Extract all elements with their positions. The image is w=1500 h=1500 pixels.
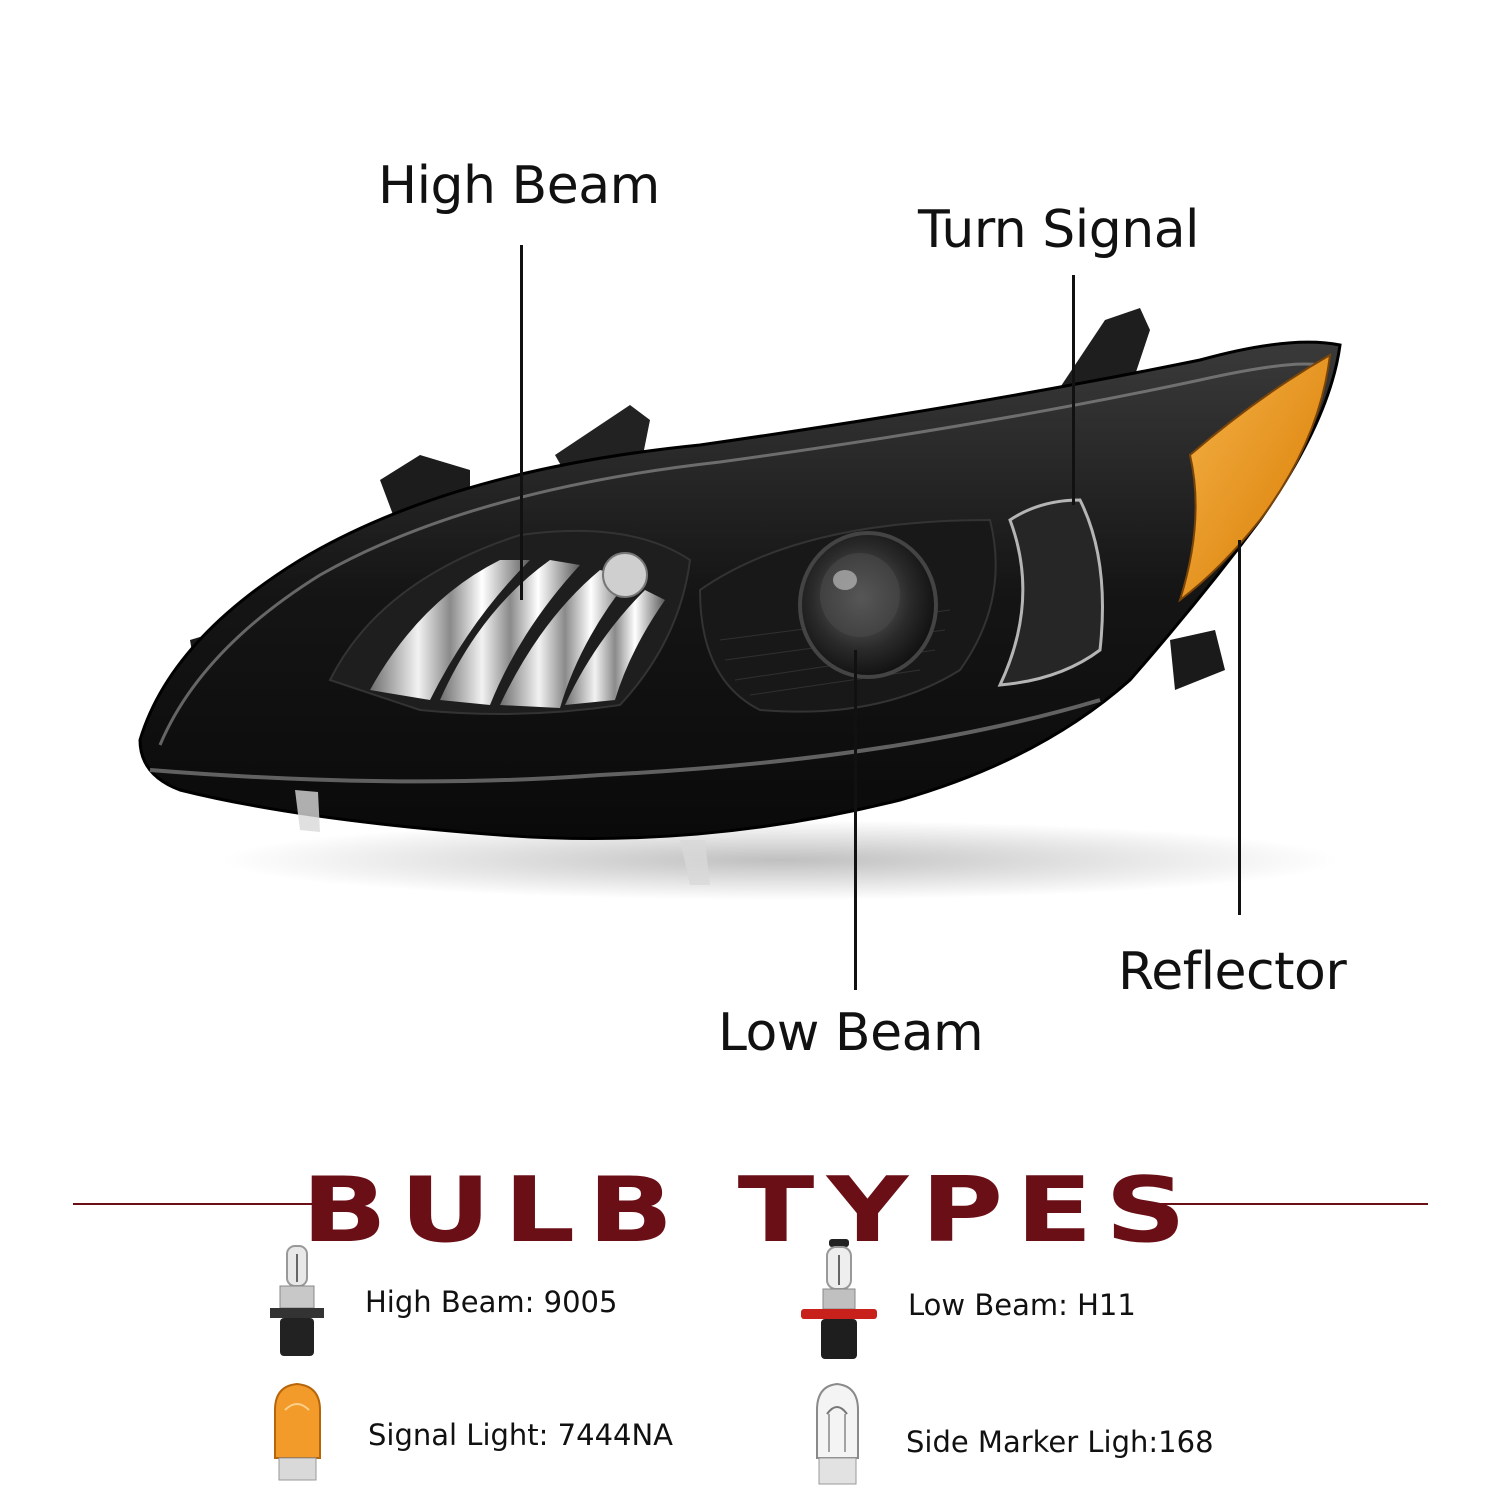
reflector-callout: Reflector (1118, 942, 1347, 1002)
signal-light-bulb-label: Signal Light: 7444NA (368, 1418, 673, 1452)
high-beam-leader-line (520, 245, 523, 600)
high-beam-callout: High Beam (378, 156, 660, 216)
high-beam-bulb-label: High Beam: 9005 (365, 1285, 618, 1319)
halogen-h11-bulb-icon (801, 1239, 877, 1359)
side-marker-bulb-label: Side Marker Ligh:168 (906, 1425, 1214, 1459)
turn-signal-leader-line (1072, 275, 1075, 505)
amber-wedge-bulb-icon (274, 1382, 321, 1481)
bulb-types-title: BULB TYPES (301, 1158, 1199, 1263)
halogen-9005-bulb-icon (270, 1245, 324, 1356)
headlight-assembly-image (138, 308, 1342, 900)
section-divider-right (1153, 1203, 1428, 1205)
low-beam-leader-line (854, 650, 857, 990)
reflector-leader-line (1238, 540, 1241, 915)
clear-wedge-bulb-icon (816, 1382, 859, 1485)
low-beam-callout: Low Beam (718, 1003, 984, 1063)
turn-signal-callout: Turn Signal (918, 200, 1200, 260)
low-beam-bulb-label: Low Beam: H11 (908, 1288, 1136, 1322)
section-divider-left (73, 1203, 351, 1205)
